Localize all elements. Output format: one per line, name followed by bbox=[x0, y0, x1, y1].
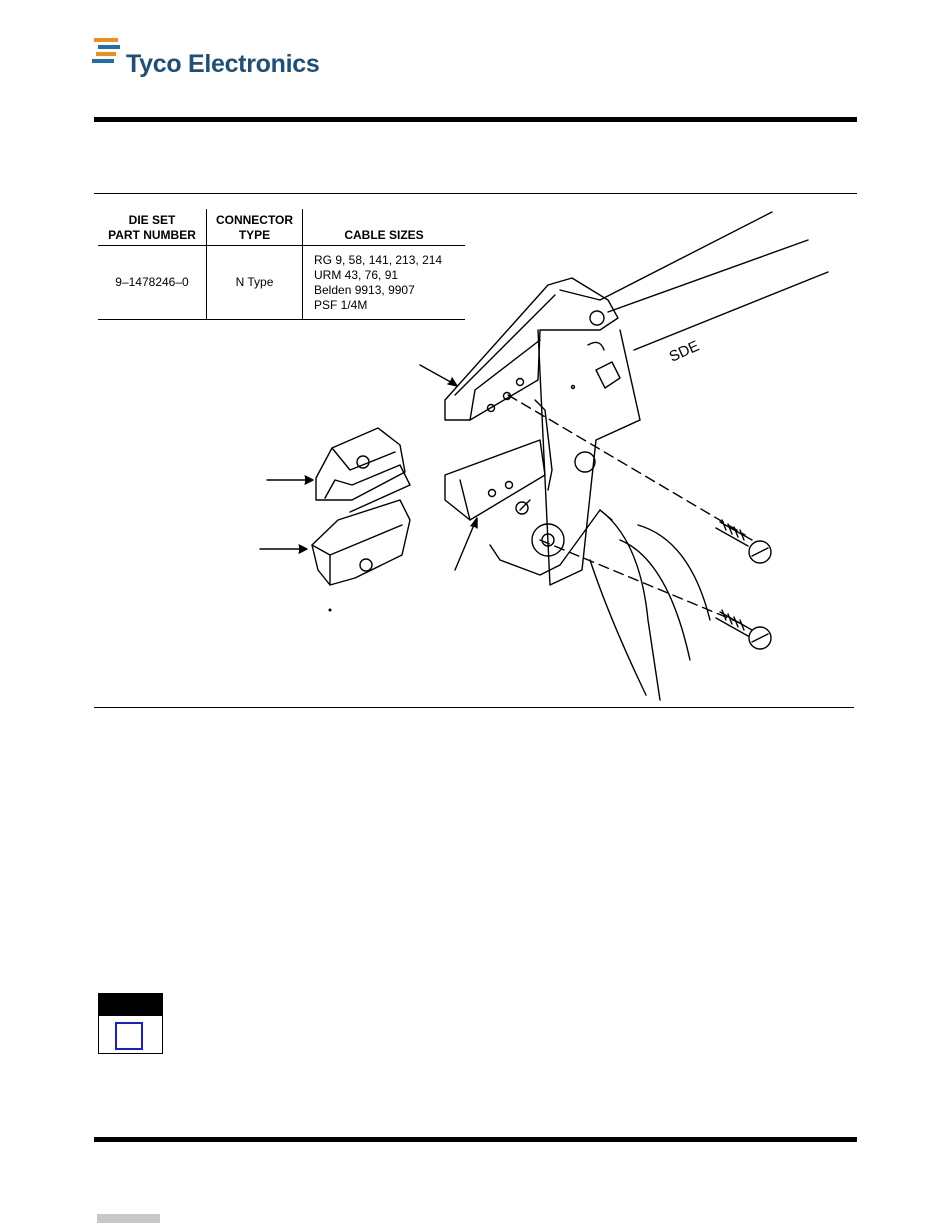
footer-rule bbox=[94, 1137, 857, 1142]
header-rule bbox=[94, 117, 857, 122]
screw-lower-icon bbox=[716, 610, 771, 649]
checkbox-square-icon bbox=[115, 1022, 143, 1050]
logo-stripes bbox=[92, 38, 120, 63]
tool-marking-text: SDE bbox=[667, 338, 702, 366]
upper-handle bbox=[560, 212, 828, 420]
ratchet-gear bbox=[490, 500, 612, 575]
footer-grey-bar bbox=[97, 1214, 160, 1223]
note-box bbox=[98, 993, 163, 1054]
screw-upper-icon bbox=[716, 520, 771, 563]
upper-die-half bbox=[316, 428, 410, 512]
header-line: DIE SET bbox=[129, 213, 176, 227]
dot-mark bbox=[329, 609, 331, 611]
figure-bottom-rule bbox=[94, 707, 854, 708]
crimp-tool-illustration: SDE bbox=[240, 205, 860, 705]
figure-top-rule bbox=[94, 193, 857, 194]
header-line: PART NUMBER bbox=[108, 228, 196, 242]
header-part-number: DIE SET PART NUMBER bbox=[98, 209, 207, 246]
lower-handle bbox=[590, 510, 710, 700]
lower-die-half bbox=[312, 500, 410, 585]
cell-part-number: 9–1478246–0 bbox=[98, 246, 207, 320]
note-box-header bbox=[99, 994, 162, 1016]
alignment-lines bbox=[508, 395, 745, 625]
brand-name: Tyco Electronics bbox=[126, 50, 319, 79]
